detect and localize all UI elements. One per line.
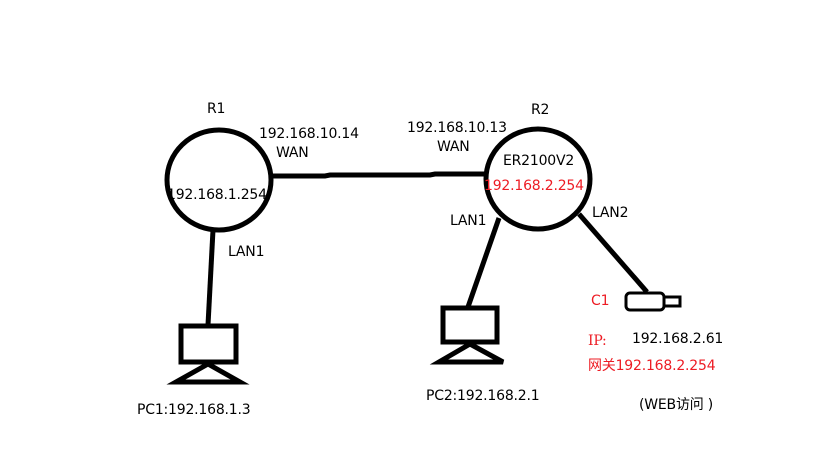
router-r1-wan-ip: 192.168.10.14 <box>259 126 359 142</box>
pc1-computer-icon <box>166 323 250 385</box>
camera-gateway: 网关192.168.2.254 <box>588 358 716 374</box>
router-r2-node <box>483 126 593 232</box>
router-r1-lan1-label: LAN1 <box>228 244 265 260</box>
pc2-label: PC2:192.168.2.1 <box>426 388 540 404</box>
router-r2-wan-ip: 192.168.10.13 <box>407 120 507 136</box>
router-r1-name: R1 <box>207 101 226 117</box>
camera-name: C1 <box>591 293 610 309</box>
pc1-label: PC1:192.168.1.3 <box>137 402 251 418</box>
pc2-computer-icon <box>429 305 505 365</box>
r1-lan1-link <box>205 229 216 326</box>
camera-c1-icon <box>624 291 682 312</box>
router-r1-lan-ip: 192.168.1.254 <box>167 187 267 203</box>
router-r1-node <box>164 127 274 233</box>
router-r2-model: ER2100V2 <box>503 153 575 169</box>
router-r2-lan1-label: LAN1 <box>450 213 487 229</box>
r2-lan1-link <box>465 217 502 308</box>
wan-link <box>272 171 486 179</box>
camera-note: (WEB访问 ) <box>639 397 714 413</box>
router-r1-wan-label: WAN <box>276 145 309 161</box>
router-r2-lan2-label: LAN2 <box>592 205 629 221</box>
router-r2-name: R2 <box>531 102 550 118</box>
camera-ip-label: IP: <box>588 333 607 349</box>
r2-lan2-link <box>577 212 649 294</box>
router-r2-lan-ip: 192.168.2.254 <box>484 178 584 194</box>
router-r2-wan-label: WAN <box>437 139 470 155</box>
camera-ip-value: 192.168.2.61 <box>632 331 724 347</box>
